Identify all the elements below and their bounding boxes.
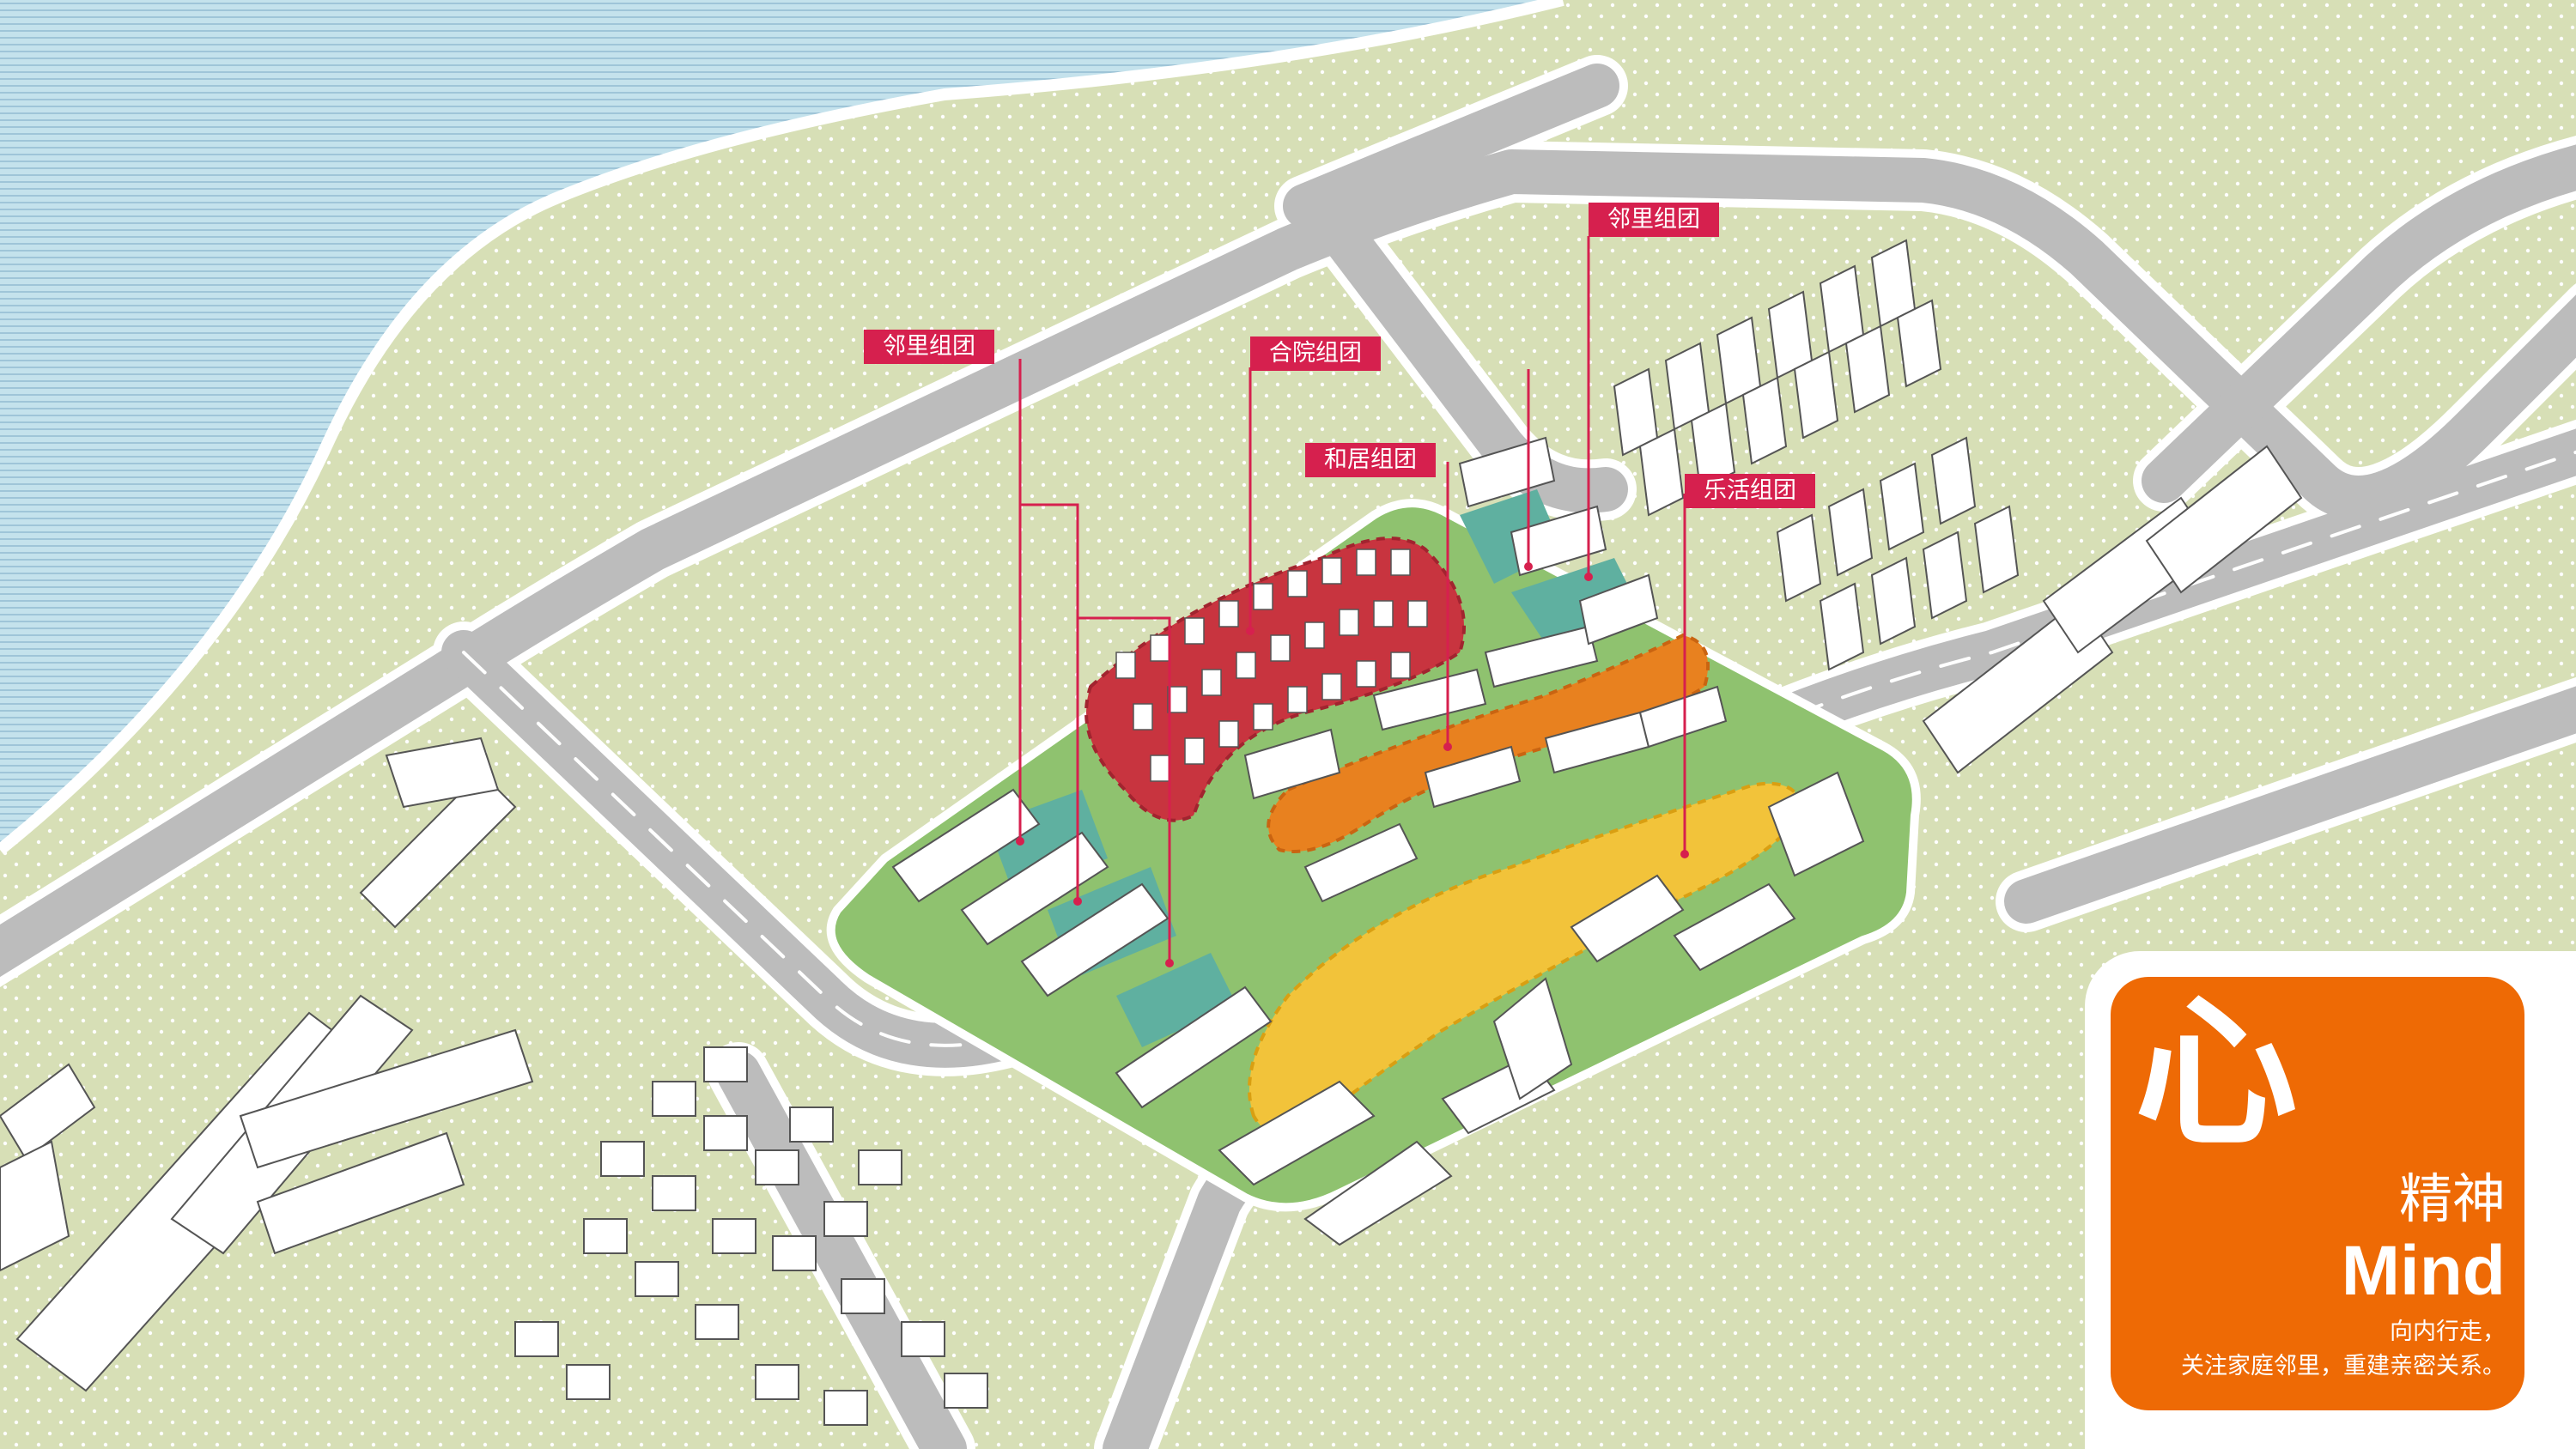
leader-lines [1018,236,1686,963]
label-neighbor-cluster-west: 邻里组团 [864,330,994,364]
card-title-cn: 精神 [2398,1167,2506,1230]
river-bank [0,0,1564,855]
concept-card: 心 精神 Mind 向内行走， 关注家庭邻里，重建亲密关系。 [2111,977,2524,1410]
card-title-en: Mind [2341,1232,2506,1310]
river [0,0,1563,850]
card-description-line-1: 向内行走， [2390,1319,2506,1345]
label-leisure-cluster: 乐活组团 [1685,474,1815,508]
leader-dots [1016,562,1689,967]
neighbor-courtyard-west-3 [1116,953,1236,1047]
label-living-cluster: 和居组团 [1305,443,1436,477]
neighbor-courtyard-east-2 [1511,558,1640,644]
courtyard-cluster-zone [1084,537,1466,822]
leisure-cluster-zone [1248,781,1806,1139]
label-neighbor-cluster-east: 邻里组团 [1589,203,1719,237]
label-courtyard-cluster: 合院组团 [1250,336,1381,371]
card-glyph: 心 [2135,979,2299,1168]
building-massing [0,239,2303,1426]
card-description-line-2: 关注家庭邻里，重建亲密关系。 [2181,1353,2506,1379]
